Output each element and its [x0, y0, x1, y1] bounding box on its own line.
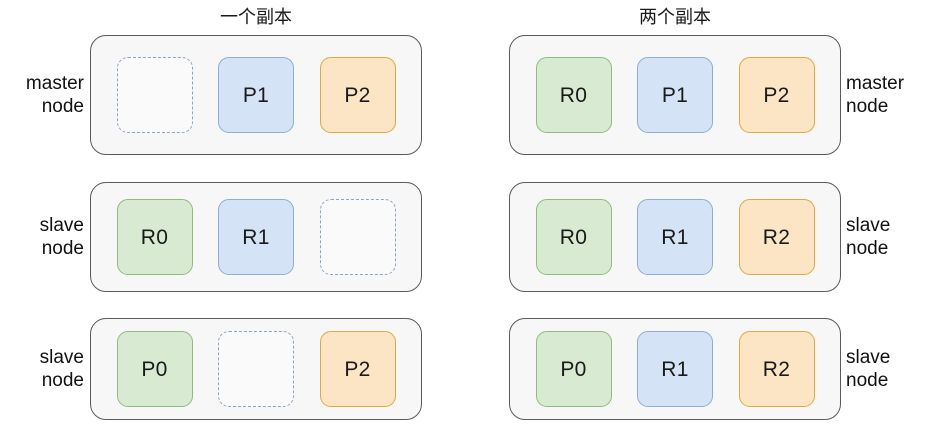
shard-cell[interactable]: P1	[218, 57, 294, 133]
node-role-label-line: master	[846, 73, 905, 94]
shard-cell[interactable]: P2	[738, 57, 815, 133]
node-panel[interactable]: R0 R1	[90, 182, 422, 292]
node-role-label-line: node	[846, 96, 889, 117]
node-role-label-line: node	[41, 370, 84, 391]
shard-cell[interactable]: P0	[116, 331, 193, 407]
shard-cell[interactable]: R0	[116, 199, 193, 275]
column-title-right: 两个副本	[639, 7, 711, 27]
node-role-label-line: node	[41, 238, 84, 259]
column-title-left: 一个副本	[220, 7, 292, 27]
shard-cell[interactable]: R1	[637, 331, 713, 407]
shard-cell[interactable]: R2	[738, 331, 815, 407]
shard-slot-empty[interactable]	[116, 57, 193, 133]
node-role-label-line: node	[846, 370, 889, 391]
node-role-label-line: node	[41, 96, 84, 117]
shard-cell[interactable]: R1	[218, 199, 294, 275]
shard-cell[interactable]: P0	[535, 331, 612, 407]
node-role-label-line: slave	[846, 215, 891, 236]
node-role-label-line: slave	[846, 347, 891, 368]
shard-slot-empty[interactable]	[319, 199, 396, 275]
node-panel[interactable]: R0 R1 R2	[509, 182, 841, 292]
shard-cell[interactable]: R0	[535, 199, 612, 275]
shard-cell[interactable]: P2	[319, 57, 396, 133]
shard-slot-empty[interactable]	[218, 331, 294, 407]
node-panel[interactable]: P0 P2	[90, 318, 422, 420]
node-panel[interactable]: R0 P1 P2	[509, 35, 841, 155]
shard-cell[interactable]: R1	[637, 199, 713, 275]
shard-cell[interactable]: R0	[535, 57, 612, 133]
node-role-label-line: slave	[39, 215, 84, 236]
node-role-label-line: slave	[39, 347, 84, 368]
shard-cell[interactable]: R2	[738, 199, 815, 275]
shard-cell[interactable]: P2	[319, 331, 396, 407]
shard-cell[interactable]: P1	[637, 57, 713, 133]
node-panel[interactable]: P0 R1 R2	[509, 318, 841, 420]
node-role-label-line: node	[846, 238, 889, 259]
node-role-label-line: master	[25, 73, 84, 94]
node-panel[interactable]: P1 P2	[90, 35, 422, 155]
